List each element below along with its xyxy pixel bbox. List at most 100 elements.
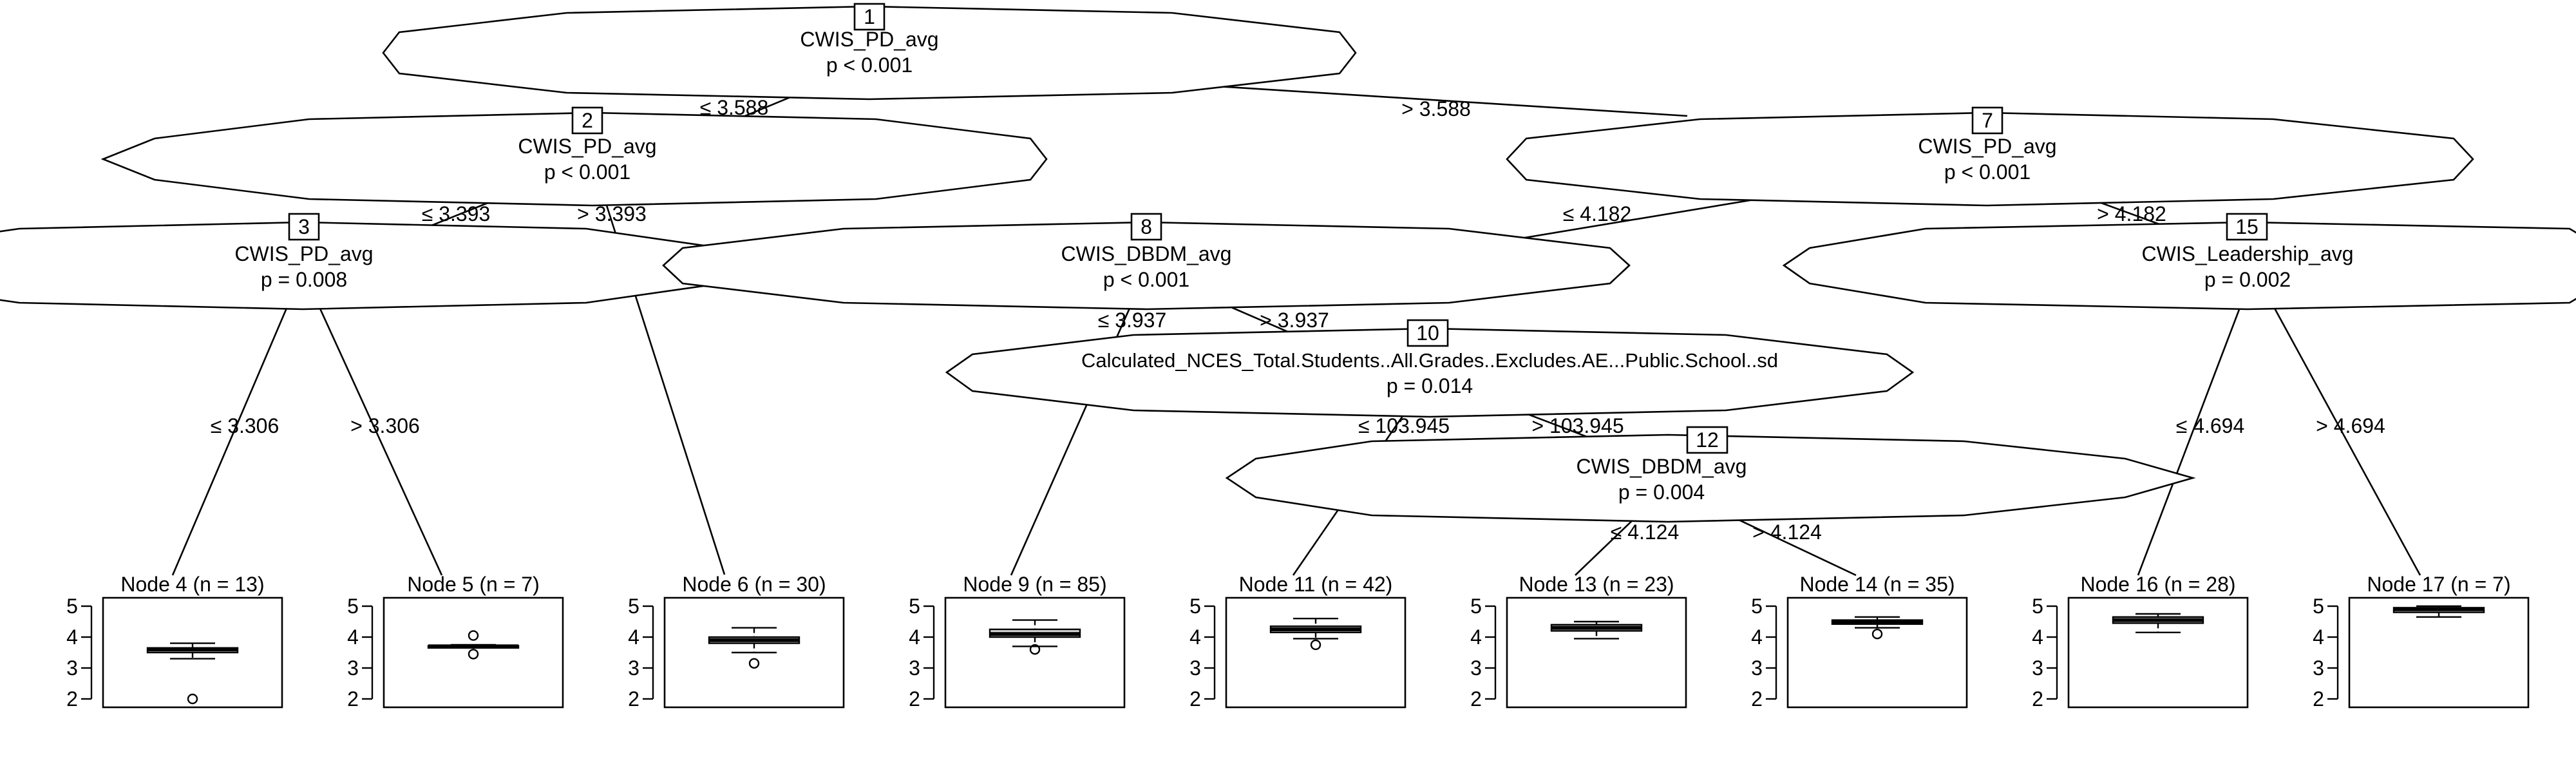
node-2: 2 CWIS_PD_avg p < 0.001 [518, 106, 657, 184]
edge-8-9 [1010, 270, 1148, 576]
y-tick-label: 4 [347, 625, 359, 649]
terminal-node-title: Node 5 (n = 7) [407, 573, 539, 596]
y-tick-label: 4 [2313, 625, 2324, 649]
edge-label-3-4: ≤ 3.306 [211, 414, 279, 437]
terminal-node-title: Node 4 (n = 13) [120, 573, 264, 596]
terminal-node-title: Node 9 (n = 85) [963, 573, 1106, 596]
y-tick-label: 4 [2032, 625, 2043, 649]
y-tick-label: 4 [1470, 625, 1482, 649]
y-tick-label: 3 [909, 656, 920, 680]
node-8: 8 CWIS_DBDM_avg p < 0.001 [1061, 213, 1231, 291]
node-3-variable: CWIS_PD_avg [234, 242, 373, 265]
inner-node-labels: 1 CWIS_PD_avg p < 0.001 2 CWIS_PD_avg p … [234, 3, 2354, 504]
y-tick-label: 3 [1751, 656, 1763, 680]
y-tick-label: 5 [347, 595, 359, 618]
node-7-p-value: p < 0.001 [1944, 160, 2031, 184]
y-tick-label: 3 [347, 656, 359, 680]
node-8-id: 8 [1141, 215, 1152, 238]
outlier-point [187, 693, 198, 705]
node-10-p-value: p = 0.014 [1387, 374, 1473, 397]
y-tick-label: 2 [2313, 687, 2324, 711]
inner-node-shapes [0, 5, 2576, 523]
edge-label-2-3: ≤ 3.393 [422, 202, 491, 225]
node-3: 3 CWIS_PD_avg p = 0.008 [234, 213, 374, 291]
outlier-point [468, 649, 479, 660]
node-15-id-box [2226, 213, 2268, 241]
outlier-point [1029, 644, 1041, 655]
plot-frame [1786, 596, 1968, 709]
y-tick-label: 3 [2313, 656, 2324, 680]
node-12: 12 CWIS_DBDM_avg p = 0.004 [1577, 426, 1747, 504]
y-tick-label: 4 [66, 625, 78, 649]
node-7-id-box [1971, 106, 2003, 135]
node-15-variable: CWIS_Leadership_avg [2141, 242, 2353, 265]
y-tick-label: 2 [2032, 687, 2043, 711]
edge-label-1-7: > 3.588 [1401, 97, 1471, 120]
y-tick-label: 2 [66, 687, 78, 711]
y-tick-label: 2 [1189, 687, 1201, 711]
y-tick-label: 5 [2313, 595, 2324, 618]
y-tick-label: 5 [628, 595, 639, 618]
node-2-p-value: p < 0.001 [544, 160, 630, 184]
node-1-id-box [853, 3, 886, 31]
node-1: 1 CWIS_PD_avg p < 0.001 [800, 3, 939, 77]
outlier-point [468, 630, 479, 641]
node-7-variable: CWIS_PD_avg [1918, 135, 2056, 158]
y-tick-label: 5 [66, 595, 78, 618]
plot-frame [944, 596, 1126, 709]
node-15: 15 CWIS_Leadership_avg p = 0.002 [2141, 213, 2354, 291]
edge-15-16 [2137, 270, 2255, 576]
node-10-id: 10 [1416, 321, 1439, 345]
edge-label-15-17: > 4.694 [2316, 414, 2385, 437]
y-tick-label: 2 [628, 687, 639, 711]
terminal-node-title: Node 17 (n = 7) [2367, 573, 2510, 596]
node-12-p-value: p = 0.004 [1618, 481, 1705, 504]
node-15-p-value: p = 0.002 [2204, 268, 2291, 291]
node-2-id: 2 [582, 109, 593, 132]
plot-frame [1225, 596, 1406, 709]
node-1-p-value: p < 0.001 [826, 53, 913, 77]
edge-label-3-5: > 3.306 [350, 414, 420, 437]
terminal-node-5: Node 5 (n = 7) 5 4 3 2 [347, 573, 564, 711]
node-1-ellipse [382, 5, 1357, 100]
terminal-node-17: Node 17 (n = 7) 5 4 3 2 [2313, 573, 2530, 711]
node-7: 7 CWIS_PD_avg p < 0.001 [1918, 106, 2057, 184]
terminal-node-title: Node 14 (n = 35) [1799, 573, 1955, 596]
node-12-id: 12 [1696, 428, 1719, 452]
outlier-point [748, 658, 760, 669]
plot-frame [383, 596, 564, 709]
y-tick-label: 4 [909, 625, 920, 649]
node-7-id: 7 [1982, 109, 1993, 132]
edge-label-15-16: ≤ 4.694 [2176, 414, 2245, 437]
node-10-ellipse [945, 327, 1915, 418]
node-1-variable: CWIS_PD_avg [800, 28, 938, 51]
terminal-node-title: Node 16 (n = 28) [2080, 573, 2235, 596]
y-tick-label: 5 [1189, 595, 1201, 618]
y-tick-label: 2 [347, 687, 359, 711]
node-2-ellipse [100, 111, 1048, 207]
edge-label-12-14: > 4.124 [1752, 520, 1822, 544]
edge-3-5 [301, 270, 443, 576]
terminal-node-title: Node 11 (n = 42) [1239, 573, 1393, 596]
y-tick-label: 3 [1470, 656, 1482, 680]
node-2-id-box [571, 106, 603, 135]
y-tick-label: 3 [2032, 656, 2043, 680]
outlier-point [1871, 629, 1883, 640]
y-tick-label: 5 [2032, 595, 2043, 618]
plot-frame [1506, 596, 1687, 709]
terminal-node-16: Node 16 (n = 28) 5 4 3 2 [2032, 573, 2249, 711]
node-3-id-box [288, 213, 320, 241]
node-3-ellipse [0, 221, 739, 310]
y-tick-label: 5 [1470, 595, 1482, 618]
outlier-point [1310, 639, 1321, 651]
node-3-p-value: p = 0.008 [261, 268, 347, 291]
edge-label-12-13: ≤ 4.124 [1611, 520, 1680, 544]
edge-15-17 [2253, 270, 2421, 576]
edge-2-6 [591, 160, 726, 575]
node-10: 10 Calculated_NCES_Total.Students..All.G… [1081, 319, 1778, 397]
